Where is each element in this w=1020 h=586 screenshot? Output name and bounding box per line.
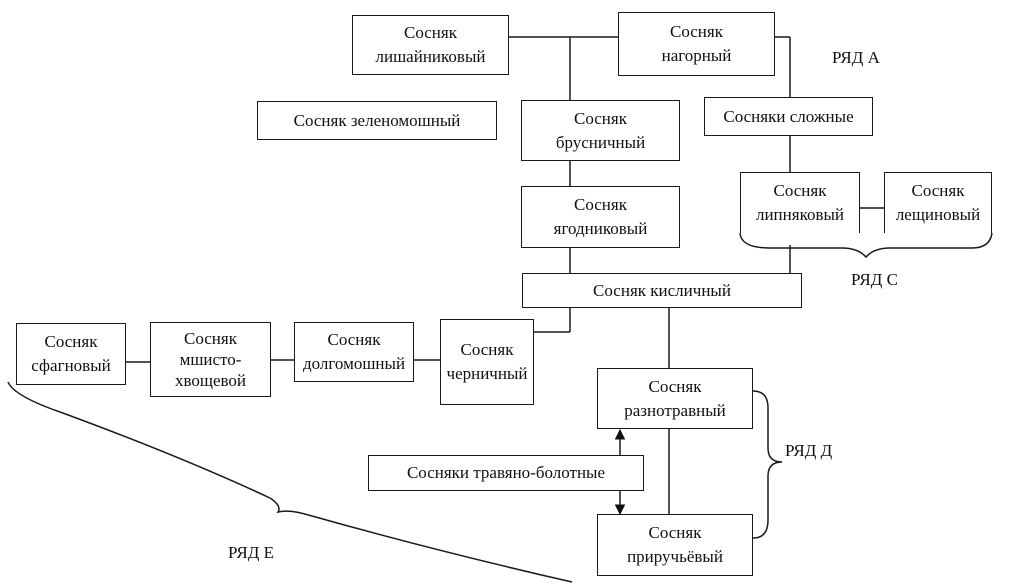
node-lishaynikovy: Сосняк лишайниковый bbox=[352, 15, 509, 75]
node-mshisto-line3: хвощевой bbox=[174, 371, 247, 390]
node-lipnyakovy-line2: липняковый bbox=[755, 205, 845, 224]
node-brusnichny-line1: Сосняк bbox=[574, 108, 627, 128]
node-kislichny: Сосняк кисличный bbox=[522, 273, 802, 308]
node-slozhnye: Сосняки сложные bbox=[704, 97, 873, 136]
node-mshisto-line1: Сосняк bbox=[184, 329, 237, 348]
brace-row-e bbox=[7, 381, 573, 583]
node-leshchinovy: Сосняк лещиновый bbox=[884, 172, 992, 233]
node-sfagnovy: Сосняк сфагновый bbox=[16, 323, 126, 385]
row-c-label: РЯД С bbox=[851, 270, 898, 289]
node-brusnichny: Сосняк брусничный bbox=[521, 100, 680, 161]
row-a-label: РЯД А bbox=[832, 48, 880, 67]
node-sfagnovy-line1: Сосняк bbox=[44, 332, 98, 351]
node-raznotravny-line2: разнотравный bbox=[624, 400, 726, 420]
node-chernichny: Сосняк черничный bbox=[440, 319, 534, 405]
node-mshisto: Сосняк мшисто- хвощевой bbox=[150, 322, 271, 397]
node-nagorny-line2: нагорный bbox=[661, 46, 732, 65]
node-lipnyakovy: Сосняк липняковый bbox=[740, 172, 860, 233]
node-kislichny-line1: Сосняк кисличный bbox=[593, 280, 731, 300]
node-zelenomoshny: Сосняк зеленомошный bbox=[257, 101, 497, 140]
node-zelenomoshny-line1: Сосняк зеленомошный bbox=[293, 110, 461, 130]
node-brusnichny-line2: брусничный bbox=[555, 132, 646, 152]
node-yagodnikovy-line1: Сосняк bbox=[574, 195, 627, 214]
node-dolgomoshny: Сосняк долгомошный bbox=[294, 322, 414, 382]
node-slozhnye-line1: Сосняки сложные bbox=[723, 106, 854, 126]
node-lipnyakovy-line1: Сосняк bbox=[773, 181, 827, 200]
node-mshisto-line2: мшисто- bbox=[179, 350, 242, 369]
brace-row-d bbox=[752, 390, 783, 539]
node-priruchyovy: Сосняк приручьёвый bbox=[597, 514, 753, 576]
row-e-label: РЯД Е bbox=[228, 543, 274, 562]
node-nagorny: Сосняк нагорный bbox=[618, 12, 775, 76]
node-lishaynikovy-line1: Сосняк bbox=[404, 23, 457, 42]
node-chernichny-line1: Сосняк bbox=[460, 340, 514, 359]
node-dolgomoshny-line2: долгомошный bbox=[302, 354, 406, 373]
node-raznotravny-line1: Сосняк bbox=[648, 376, 702, 396]
node-leshchinovy-line2: лещиновый bbox=[895, 205, 981, 224]
node-lishaynikovy-line2: лишайниковый bbox=[375, 47, 486, 66]
node-travyano: Сосняки травяно-болотные bbox=[368, 455, 644, 491]
node-dolgomoshny-line1: Сосняк bbox=[327, 330, 381, 349]
node-travyano-line1: Сосняки травяно-болотные bbox=[406, 463, 606, 482]
node-raznotravny: Сосняк разнотравный bbox=[597, 368, 753, 429]
row-d-label: РЯД Д bbox=[785, 441, 833, 460]
node-yagodnikovy: Сосняк ягодниковый bbox=[521, 186, 680, 248]
node-nagorny-line1: Сосняк bbox=[670, 22, 723, 41]
node-sfagnovy-line2: сфагновый bbox=[31, 356, 111, 375]
brace-row-c bbox=[739, 232, 993, 259]
node-priruchyovy-line1: Сосняк bbox=[648, 523, 702, 542]
node-priruchyovy-line2: приручьёвый bbox=[627, 547, 723, 566]
node-chernichny-line2: черничный bbox=[446, 364, 528, 383]
node-leshchinovy-line1: Сосняк bbox=[911, 181, 965, 200]
node-yagodnikovy-line2: ягодниковый bbox=[553, 219, 648, 238]
